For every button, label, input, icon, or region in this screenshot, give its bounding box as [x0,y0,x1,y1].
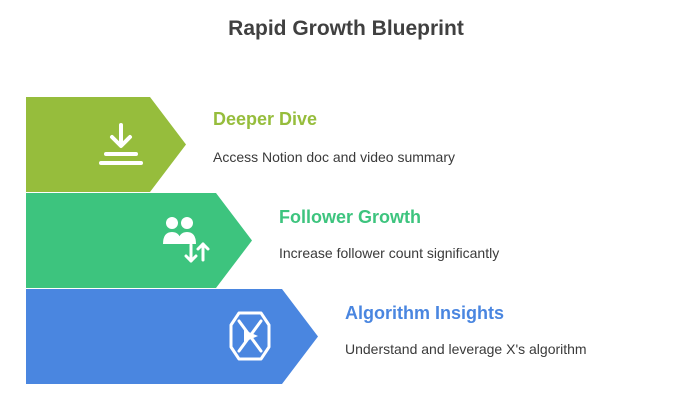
step-arrow-shape [26,193,252,288]
step-deeper-dive: Deeper Dive Access Notion doc and video … [0,97,692,192]
step-follower-growth: Follower Growth Increase follower count … [0,193,692,288]
step-algorithm-insights: Algorithm Insights Understand and levera… [0,289,692,384]
user-growth-icon [163,217,210,263]
download-icon [99,123,143,165]
step-arrow-shape [26,97,186,192]
step-description: Increase follower count significantly [279,245,500,261]
diagram-title: Rapid Growth Blueprint [228,17,464,40]
step-description: Understand and leverage X's algorithm [345,341,587,357]
step-heading: Follower Growth [279,207,421,227]
step-description: Access Notion doc and video summary [213,149,455,165]
step-heading: Deeper Dive [213,109,318,129]
x-algorithm-icon [229,311,271,361]
step-heading: Algorithm Insights [345,303,504,323]
